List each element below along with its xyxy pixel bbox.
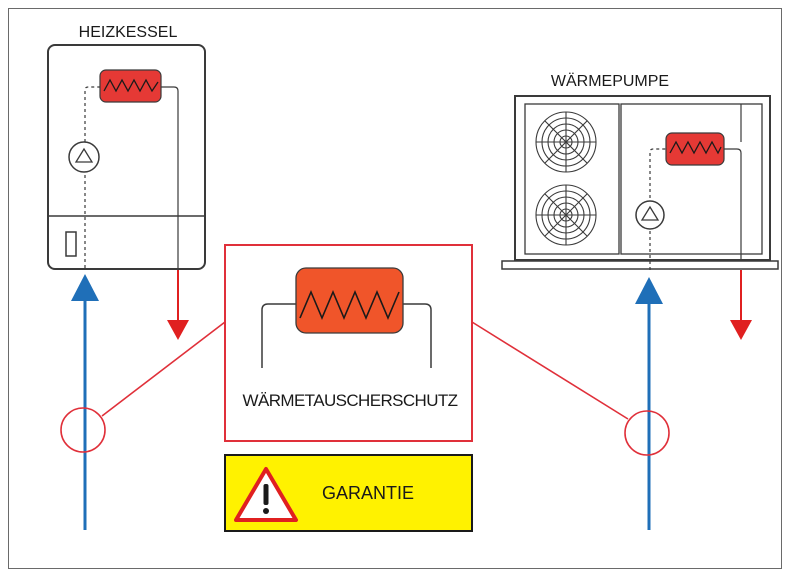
heat-exchanger-protection-box: WÄRMETAUSCHERSCHUTZ <box>224 244 473 442</box>
boiler-arrow-down-icon <box>167 320 189 340</box>
boiler-unit: HEIZKESSEL <box>47 24 206 270</box>
warranty-label: GARANTIE <box>322 483 414 503</box>
boiler-heat-exchanger-icon <box>99 69 162 103</box>
fan-icon-top <box>535 111 597 173</box>
callout-right <box>471 321 670 456</box>
heat-pump-base <box>501 260 779 270</box>
warranty-box: GARANTIE <box>224 454 473 532</box>
heat-pump-return-line <box>730 270 752 340</box>
protection-heat-exchanger-icon <box>295 267 404 334</box>
boiler-display <box>65 231 77 257</box>
boiler-housing <box>47 44 206 270</box>
fan-icon-bottom <box>535 184 597 246</box>
protection-label: WÄRMETAUSCHERSCHUTZ <box>243 391 458 410</box>
warning-triangle-icon <box>234 467 298 522</box>
heat-pump-heat-exchanger-icon <box>665 132 725 166</box>
boiler-pump-icon <box>68 141 100 173</box>
boiler-return-line <box>167 270 189 340</box>
boiler-label: HEIZKESSEL <box>79 24 178 41</box>
heat-pump-supply-line <box>635 277 663 530</box>
callout-left <box>60 321 226 453</box>
outer-frame <box>8 8 782 569</box>
heat-pump-arrow-up-icon <box>635 277 663 304</box>
heat-pump-arrow-down-icon <box>730 320 752 340</box>
heat-pump-unit: WÄRMEPUMPE <box>501 72 779 270</box>
boiler-arrow-up-icon <box>71 274 99 301</box>
boiler-supply-line <box>71 274 99 530</box>
heat-pump-pump-icon <box>635 200 665 230</box>
heat-pump-label: WÄRMEPUMPE <box>551 72 669 90</box>
